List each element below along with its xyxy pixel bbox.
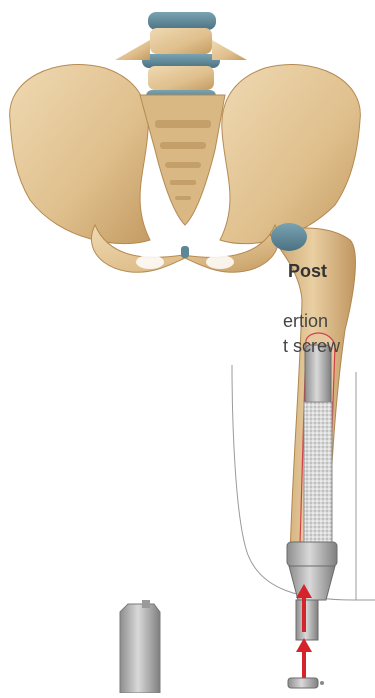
step-caption: Post ertion t screw — [0, 0, 375, 400]
caption-line-2: t screw — [283, 336, 340, 357]
caption-title: Post — [288, 261, 327, 282]
post-screw — [288, 678, 324, 688]
post-component — [120, 600, 160, 693]
caption-line-1: ertion — [283, 311, 328, 332]
